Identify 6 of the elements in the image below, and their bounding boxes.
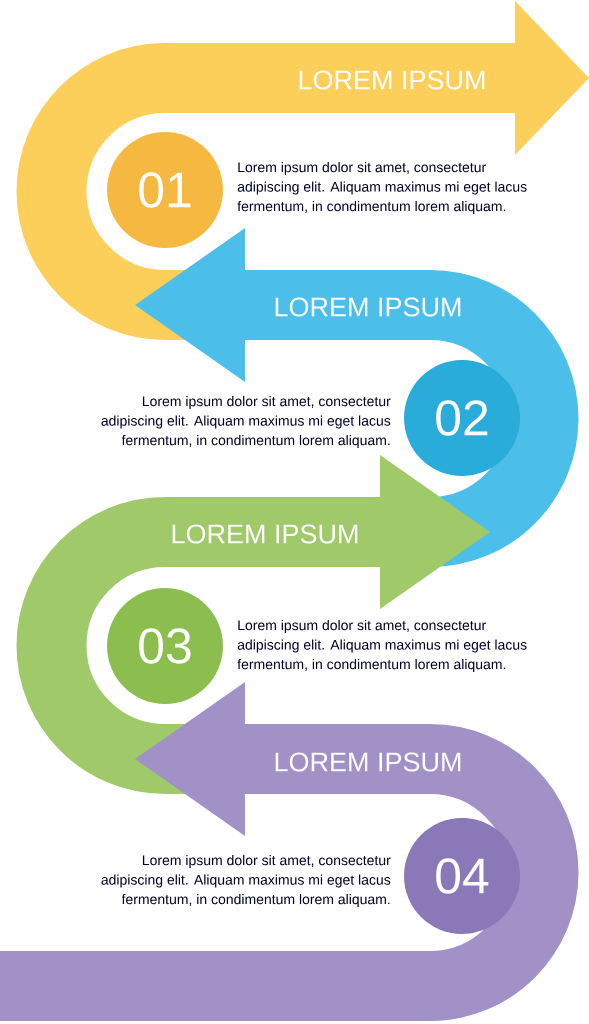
node-label: LOREM IPSUM: [275, 297, 461, 317]
node-label: LOREM IPSUM: [275, 752, 461, 772]
description-text: Lorem ipsum dolor sit amet, consectetur adipiscing elit. Aliquam maximus mi eget lacus fermentum, in condimentum lorem aliquam.: [101, 854, 391, 907]
node-label: LOREM IPSUM: [172, 524, 358, 544]
description-text: Lorem ipsum dolor sit amet, consectetur adipiscing elit. Aliquam maximus mi eget lacus fermentum, in condimentum lorem aliquam.: [237, 161, 527, 214]
node-label: LOREM IPSUM: [299, 70, 485, 90]
